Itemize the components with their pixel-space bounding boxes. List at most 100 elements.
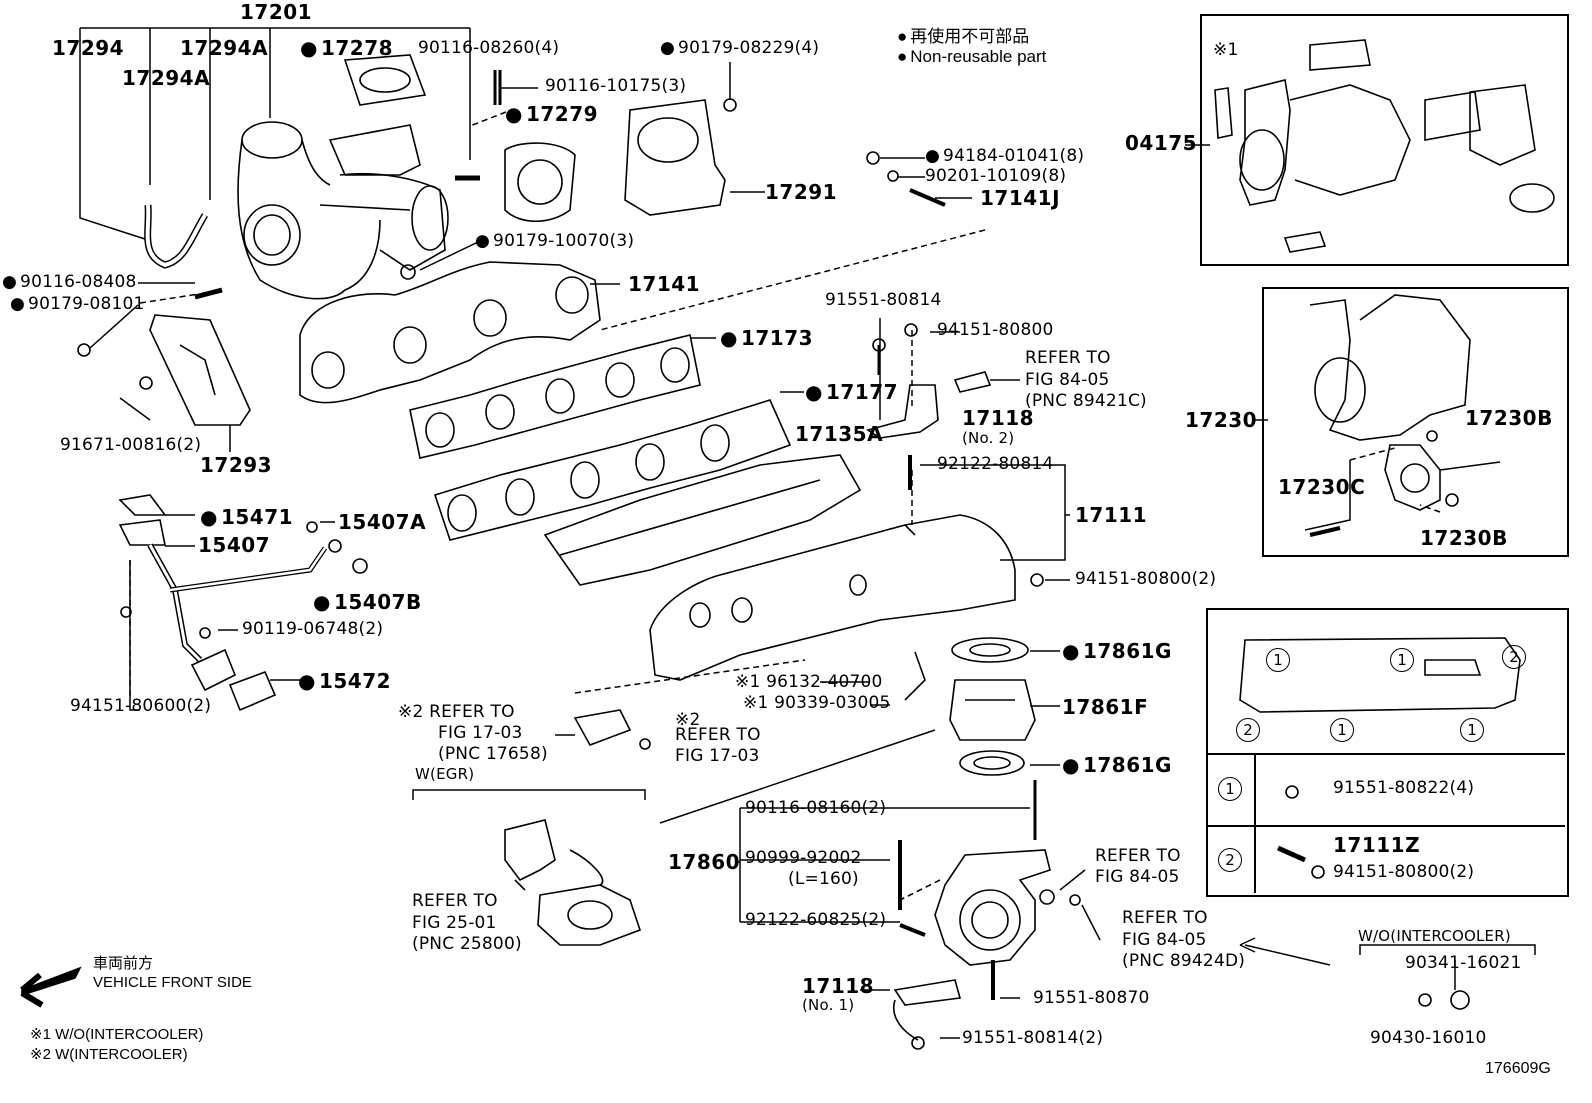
box-17230 [1262,287,1569,557]
part-label-p96132: ※1 96132-40700 [735,674,883,691]
intake-manifold-17111 [649,514,1016,681]
part-label-text: (PNC 25800) [412,934,522,954]
part-label-text: ※1 96132-40700 [735,672,883,692]
part-label-text: 17279 [525,102,599,126]
part-label-p94151-80800a: 94151-80800 [937,322,1054,339]
part-label-text: 17111Z [1333,833,1421,857]
part-label-p92122-60825: 92122-60825(2) [745,912,886,929]
part-label-text: ※2 REFER TO [398,702,515,722]
part-label-p17201: 17201 [240,2,312,22]
non-reusable-icon [925,146,943,166]
part-label-p17230b-a: 17230B [1465,408,1553,428]
part-label-p90341: 90341-16021 [1405,955,1522,972]
part-label-text: FIG 17-03 [438,723,523,743]
part-label-p17293: 17293 [200,455,272,475]
part-label-text: 91551-80814 [825,290,942,310]
part-label-text: 17294 [52,36,125,60]
part-label-text: FIG 84-05 [1095,867,1180,887]
part-label-text: 15472 [318,669,392,693]
part-label-p15471: 15471 [200,505,293,529]
part-label-text: 90179-08229(4) [678,38,820,58]
non-reusable-icon [200,505,221,529]
part-label-p94151-80800-3: 94151-80800(2) [1333,864,1474,881]
part-label-text: 90179-08101 [28,294,145,314]
part-label-p-ref2501b: FIG 25-01 [412,915,497,932]
part-label-p-ref1703a3: (PNC 17658) [438,746,548,763]
oil-pipe-15407 [118,494,328,712]
part-label-p17141: 17141 [628,274,700,294]
part-label-text: 90119-06748(2) [242,619,384,639]
box-divider-2 [1206,825,1565,827]
bullet-icon [897,27,910,46]
exhaust-elbow-17291 [624,98,737,216]
part-label-p90201: 90201-10109(8) [925,168,1066,185]
part-label-text: W(EGR) [415,765,475,783]
part-label-p17861f: 17861F [1062,697,1148,717]
bracket-17293 [149,314,251,426]
turbocharger-17201 [237,54,449,300]
legend-non-reusable-en: Non-reusable part [897,47,1046,67]
part-label-p15472: 15472 [298,669,392,693]
part-label-p-ref1703a: ※2 REFER TO [398,704,515,721]
part-label-p92122-80814: 92122-80814 [937,456,1054,473]
part-label-p17861g-a: 17861G [1062,639,1172,663]
legend-en-text: Non-reusable part [910,47,1047,66]
part-label-p90179-08101: 90179-08101 [10,294,145,314]
callout-1a: 1 [1266,648,1290,672]
part-label-text: 17230 [1185,408,1258,432]
part-label-text: 17201 [240,0,313,24]
part-label-p17294a-b: 17294A [180,38,268,58]
part-label-text: 94151-80800(2) [1333,862,1475,882]
part-label-text: REFER TO [1122,908,1208,928]
part-label-p17294a-a: 17294A [122,68,210,88]
part-label-p-ref2501: REFER TO [412,893,498,910]
non-reusable-icon [660,38,678,58]
non-reusable-icon [1062,639,1083,663]
part-label-p91551-80814b: 91551-80814(2) [962,1030,1103,1047]
non-reusable-icon [298,669,319,693]
part-label-p15407b: 15407B [313,590,422,614]
gasket-17173 [409,334,701,459]
part-label-p90119: 90119-06748(2) [242,621,383,638]
part-label-p17141j: 17141J [980,188,1060,208]
part-label-p90430: 90430-16010 [1370,1030,1487,1047]
callout-2b: 2 [1236,718,1260,742]
part-label-text: 17141J [980,186,1061,210]
part-label-text: 91671-00816(2) [60,435,202,455]
part-label-text: REFER TO [1025,348,1111,368]
part-label-text: 90201-10109(8) [925,166,1067,186]
part-label-p17291: 17291 [765,182,837,202]
part-label-p17118-no1: 17118 [802,976,874,996]
callout-2-row: 2 [1218,848,1242,872]
callout-1-row: 1 [1218,777,1242,801]
part-label-text: ※1 90339-03005 [743,693,891,713]
part-label-text: 15407 [198,533,271,557]
note-1: ※1 W/O(INTERCOOLER) [30,1026,204,1043]
part-label-text: FIG 25-01 [412,913,497,933]
part-label-text: 17861F [1062,695,1149,719]
non-reusable-icon [313,590,334,614]
part-label-text: ※2 [675,710,701,730]
part-label-text: 91551-80822(4) [1333,778,1475,798]
part-label-text: 94151-80800 [937,320,1054,340]
egr-parts [573,637,1036,776]
non-reusable-icon [720,326,741,350]
part-label-p90179-10070: 90179-10070(3) [475,231,635,251]
non-reusable-icon [475,231,493,251]
part-label-p-refer-8405b2: FIG 84-05 [1095,869,1180,886]
part-label-p94151-80800-2: 94151-80800(2) [1075,571,1216,588]
callout-1b: 1 [1390,648,1414,672]
part-label-p-refer-8405a: REFER TO [1025,350,1111,367]
legend-non-reusable-jp: 再使用不可部品 [897,22,1029,47]
part-label-text: 90179-10070(3) [493,231,635,251]
part-label-p15407: 15407 [198,535,270,555]
part-label-text: 17278 [320,36,394,60]
part-label-text: 04175 [1125,131,1198,155]
part-label-text: REFER TO [1095,846,1181,866]
sensor-17118-no1 [893,979,962,1041]
turbo-17230 [1309,294,1501,537]
part-label-text: 90116-08260(4) [418,38,560,58]
part-label-p-ref1703b2: FIG 17-03 [675,748,760,765]
part-label-text: FIG 84-05 [1025,370,1110,390]
insulator-17135A [543,454,862,586]
